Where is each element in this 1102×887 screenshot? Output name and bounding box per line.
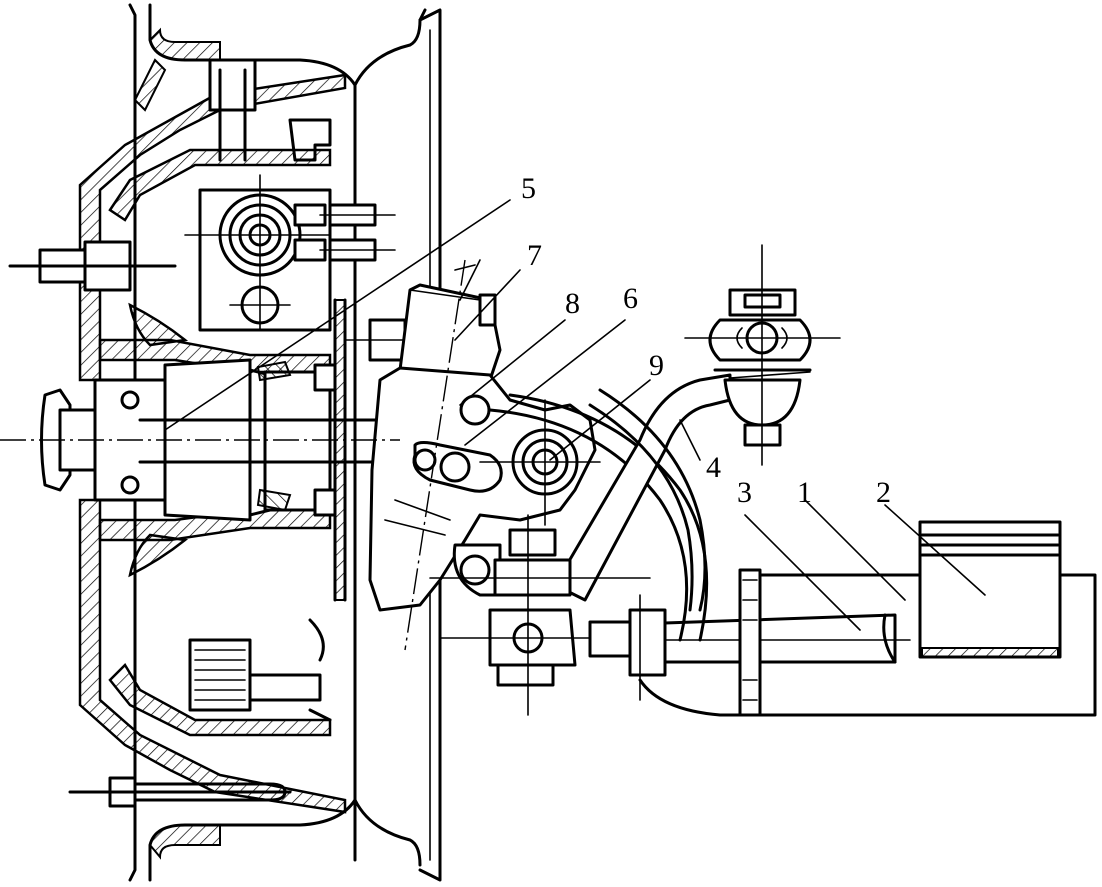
steering-arm bbox=[479, 393, 709, 642]
brake-adjuster bbox=[188, 618, 332, 722]
callout-9: 9 bbox=[649, 349, 664, 382]
wheel-stud-upper bbox=[8, 240, 177, 292]
upper-ball-joint bbox=[684, 244, 841, 466]
callout-7: 7 bbox=[527, 239, 542, 272]
callout-4: 4 bbox=[706, 451, 721, 484]
callout-6: 6 bbox=[623, 282, 638, 315]
brake-wheel-cylinder bbox=[184, 118, 396, 332]
backing-plate bbox=[333, 298, 431, 602]
leader-lines bbox=[164, 199, 986, 631]
callout-2: 2 bbox=[876, 476, 891, 509]
kingpin-axis bbox=[404, 259, 466, 651]
callout-8: 8 bbox=[565, 287, 580, 320]
wheel-rim bbox=[128, 3, 442, 882]
lower-ball-joint bbox=[429, 514, 651, 716]
component-box bbox=[918, 520, 1062, 659]
callout-5: 5 bbox=[521, 172, 536, 205]
callout-1: 1 bbox=[797, 476, 812, 509]
steering-knuckle bbox=[368, 283, 597, 612]
lower-arm-and-damper bbox=[588, 388, 1097, 717]
callout-3: 3 bbox=[737, 476, 752, 509]
wheel-stud-lower bbox=[68, 776, 292, 808]
